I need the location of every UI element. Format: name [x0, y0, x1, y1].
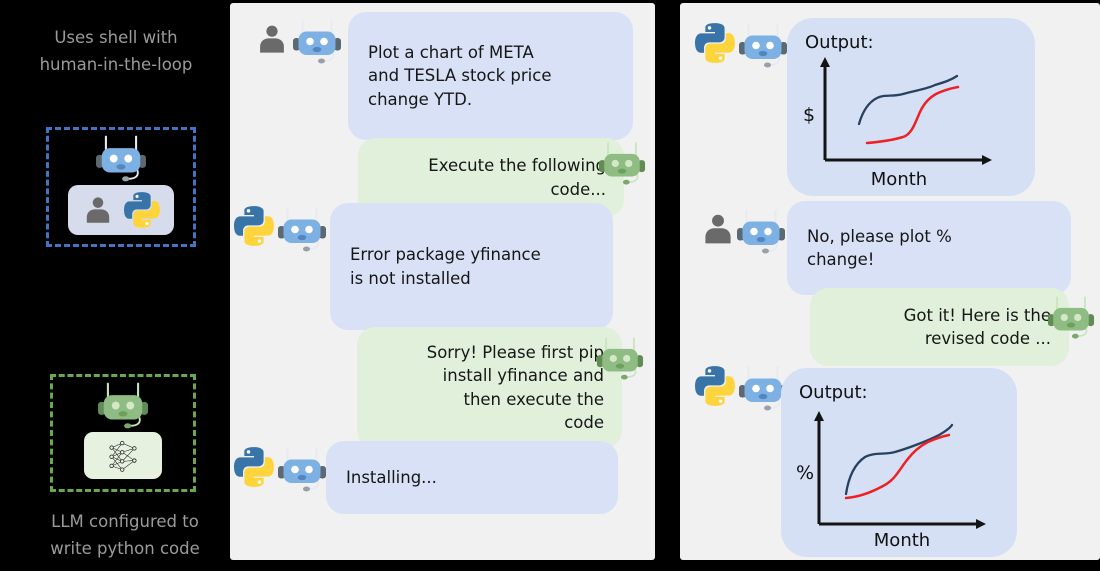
- x-axis-label-month: Month: [870, 169, 928, 190]
- bubble-assistant-sorry: Sorry! Please first pip install yfinance…: [357, 327, 622, 448]
- python-icon: [234, 206, 274, 246]
- line-red: [844, 433, 951, 500]
- python-icon: [124, 192, 160, 228]
- robot-green-icon: [1047, 293, 1095, 341]
- robot-green-icon: [596, 334, 644, 382]
- bubble-output-percent: Output: % Month: [781, 368, 1017, 557]
- message-text: Execute the following code...: [428, 156, 606, 199]
- person-icon: [255, 22, 289, 56]
- assistant-agent-box: [50, 374, 196, 492]
- robot-blue-icon: [736, 206, 786, 256]
- y-axis-label-percent: %: [795, 462, 815, 484]
- python-icon: [234, 447, 274, 487]
- bubble-user-error: Error package yfinance is not installed: [330, 203, 613, 330]
- person-icon: [82, 194, 114, 226]
- message-text: No, please plot % change!: [807, 226, 952, 269]
- robot-blue-icon: [277, 204, 327, 254]
- human-python-chip: [68, 185, 174, 235]
- line-navy: [844, 423, 954, 496]
- robot-blue-icon: [292, 16, 342, 66]
- message-text: Plot a chart of META and TESLA stock pri…: [368, 43, 552, 109]
- robot-blue-icon: [277, 444, 327, 494]
- message-text: Installing...: [346, 467, 437, 487]
- y-axis-label-dollar: $: [802, 104, 816, 126]
- python-icon: [695, 23, 735, 63]
- python-icon: [695, 366, 735, 406]
- percent-change-chart: [814, 411, 986, 529]
- robot-blue-icon: [738, 20, 788, 70]
- chat-panel-right: Output: $ Month No, please plot % change…: [680, 3, 1100, 560]
- chat-panel-left: Plot a chart of META and TESLA stock pri…: [230, 3, 655, 560]
- x-axis-label-month: Month: [873, 530, 931, 551]
- line-navy: [857, 74, 959, 126]
- output-label: Output:: [799, 382, 868, 403]
- bubble-user-installing: Installing...: [326, 441, 618, 514]
- bubble-user-feedback: No, please plot % change!: [787, 201, 1071, 295]
- bubble-user-request: Plot a chart of META and TESLA stock pri…: [348, 12, 633, 140]
- llm-chip: [84, 432, 162, 479]
- output-label: Output:: [805, 32, 874, 53]
- message-text: Sorry! Please first pip install yfinance…: [426, 343, 604, 432]
- stock-price-chart: [820, 57, 992, 165]
- robot-blue-icon: [95, 132, 147, 184]
- robot-green-icon: [97, 379, 149, 431]
- message-text: Error package yfinance is not installed: [350, 245, 541, 288]
- message-text: Got it! Here is the revised code ...: [903, 305, 1051, 348]
- bubble-output-dollar: Output: $ Month: [787, 18, 1035, 196]
- line-red: [865, 85, 960, 145]
- bubble-assistant-revised: Got it! Here is the revised code ...: [810, 288, 1069, 366]
- robot-green-icon: [598, 139, 646, 187]
- caption-llm-python: LLM configured to write python code: [50, 512, 200, 559]
- neural-network-icon: [104, 437, 142, 475]
- caption-human-in-the-loop: Uses shell with human-in-the-loop: [39, 28, 193, 75]
- user-proxy-agent-box: [46, 127, 196, 247]
- person-icon: [700, 211, 736, 247]
